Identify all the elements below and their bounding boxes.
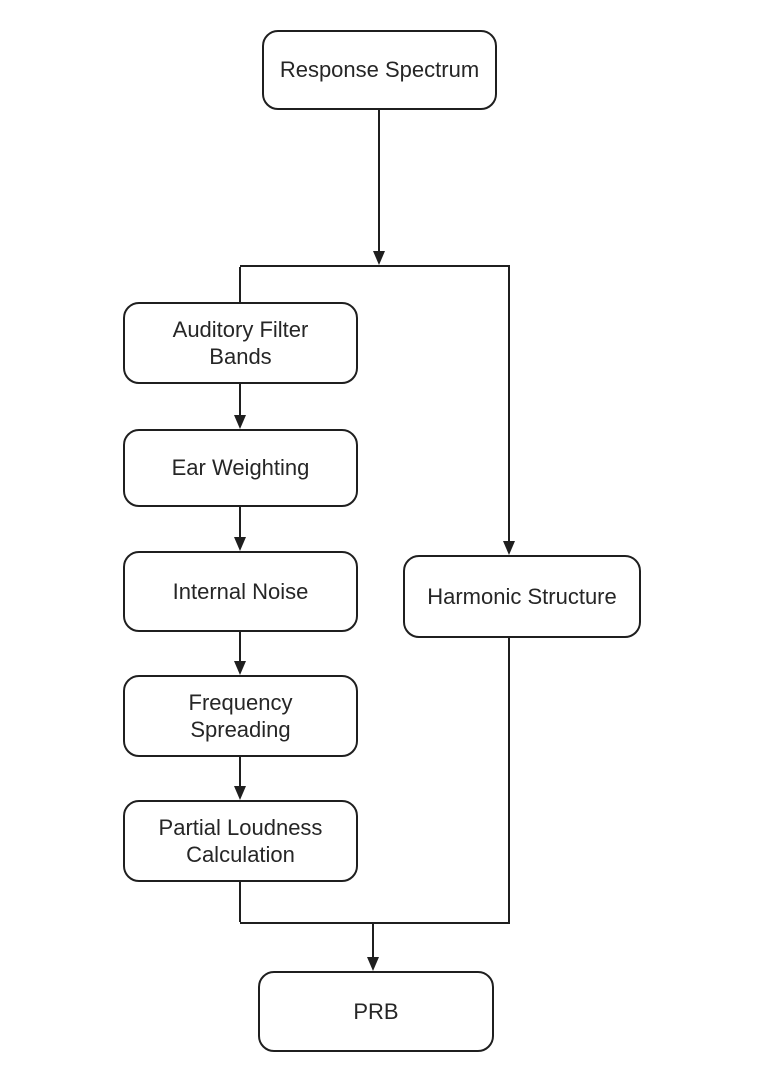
edge-internal-to-frequency-line bbox=[239, 632, 241, 661]
node-label: Response Spectrum bbox=[279, 57, 480, 83]
edge-bottom-junction-line bbox=[240, 922, 510, 924]
node-label: Ear Weighting bbox=[171, 455, 310, 481]
node-label: Partial Loudness Calculation bbox=[158, 814, 323, 868]
node-label: Harmonic Structure bbox=[427, 583, 617, 609]
arrowhead-down-icon bbox=[234, 786, 246, 800]
edge-partial-to-junction-line bbox=[239, 882, 241, 922]
edge-ear-to-internal-line bbox=[239, 507, 241, 537]
node-ear-weighting: Ear Weighting bbox=[123, 429, 358, 507]
node-label: PRB bbox=[353, 998, 399, 1024]
node-harmonic-structure: Harmonic Structure bbox=[403, 555, 641, 638]
edge-junction-to-prb-line bbox=[372, 924, 374, 957]
arrowhead-down-icon bbox=[234, 661, 246, 675]
node-internal-noise: Internal Noise bbox=[123, 551, 358, 632]
node-response-spectrum: Response Spectrum bbox=[262, 30, 497, 110]
node-label: Frequency Spreading bbox=[188, 689, 293, 743]
edge-frequency-to-partial-line bbox=[239, 757, 241, 786]
edge-junction-to-auditory-line bbox=[239, 267, 241, 302]
node-prb: PRB bbox=[258, 971, 494, 1052]
edge-junction-to-harmonic-line bbox=[508, 267, 510, 541]
node-auditory-filter-bands: Auditory Filter Bands bbox=[123, 302, 358, 384]
arrowhead-down-icon bbox=[234, 415, 246, 429]
edge-response-to-junction-line bbox=[378, 110, 380, 251]
arrowhead-down-icon bbox=[234, 537, 246, 551]
arrowhead-down-icon bbox=[503, 541, 515, 555]
edge-auditory-to-ear-line bbox=[239, 384, 241, 415]
node-partial-loudness-calculation: Partial Loudness Calculation bbox=[123, 800, 358, 882]
arrowhead-down-icon bbox=[367, 957, 379, 971]
node-label: Internal Noise bbox=[172, 578, 309, 604]
node-label: Auditory Filter Bands bbox=[172, 316, 309, 370]
edge-harmonic-to-junction-line bbox=[508, 638, 510, 922]
arrowhead-down-icon bbox=[373, 251, 385, 265]
edge-top-junction-line bbox=[240, 265, 510, 267]
node-frequency-spreading: Frequency Spreading bbox=[123, 675, 358, 757]
